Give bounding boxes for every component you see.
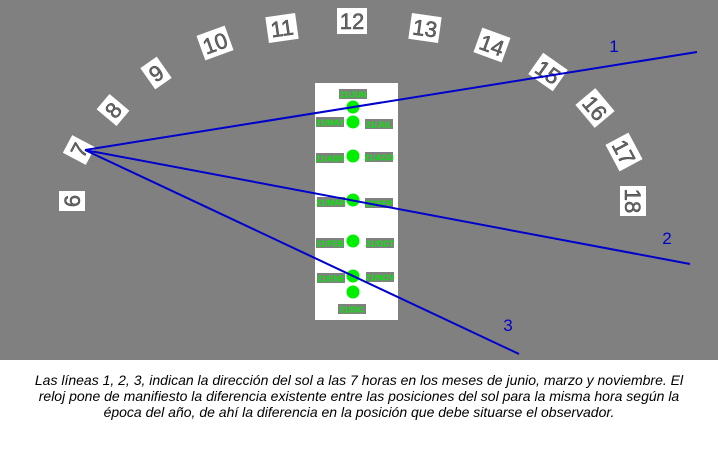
svg-text:21/DIC: 21/DIC [340, 306, 365, 315]
line-label: 2 [662, 229, 671, 248]
date-label: 21/MAY [316, 117, 345, 128]
hour-marker-6: 6 [59, 191, 85, 211]
sun-direction-line-2 [84, 149, 691, 265]
hour-marker-12: 12 [337, 8, 367, 34]
date-label: 21/AGO [364, 152, 394, 163]
svg-text:21/MAR: 21/MAR [316, 199, 346, 208]
svg-text:21/FEB: 21/FEB [316, 240, 343, 249]
sun-direction-line-3 [84, 149, 520, 355]
hour-marker-18: 18 [620, 186, 646, 216]
svg-text:21/OCT: 21/OCT [366, 240, 394, 249]
sun-position-dot [346, 234, 360, 248]
sun-position-dot [346, 149, 360, 163]
svg-text:16: 16 [577, 91, 612, 126]
svg-text:11: 11 [269, 15, 295, 43]
hour-marker-8: 8 [96, 93, 130, 127]
svg-text:22/SEP: 22/SEP [365, 200, 393, 209]
caption: Las líneas 1, 2, 3, indican la dirección… [34, 372, 684, 420]
svg-text:21/JUL: 21/JUL [366, 121, 392, 130]
date-label: 21/DIC [338, 304, 366, 315]
sun-position-dot [346, 115, 360, 129]
svg-text:12: 12 [340, 9, 364, 34]
date-label: 21/NOV [366, 272, 395, 283]
line-label: 3 [503, 316, 512, 335]
svg-text:21/NOV: 21/NOV [366, 274, 395, 283]
svg-text:15: 15 [531, 55, 565, 90]
sundial-diagram: 21/JUN 21/MAY 21/JUL 21/ABR 21/AGO 21/MAR 22/S… [59, 8, 698, 355]
sun-direction-line-1 [84, 51, 698, 151]
hour-marker-7: 7 [62, 135, 96, 165]
svg-text:13: 13 [411, 14, 439, 42]
diagram-area: 21/JUN 21/MAY 21/JUL 21/ABR 21/AGO 21/MAR 22/S… [0, 0, 718, 360]
line-label: 1 [609, 37, 618, 56]
date-label: 21/MAR [316, 197, 346, 208]
hour-marker-11: 11 [265, 13, 299, 43]
svg-text:18: 18 [620, 189, 645, 213]
svg-text:21/ENE: 21/ENE [317, 275, 345, 284]
sun-position-dot [346, 285, 360, 299]
hour-marker-13: 13 [408, 13, 442, 43]
svg-text:17: 17 [607, 136, 641, 169]
svg-text:21/AGO: 21/AGO [364, 154, 393, 163]
date-label: 21/FEB [316, 238, 344, 249]
date-label: 21/JUN [339, 89, 367, 100]
hour-marker-10: 10 [196, 25, 234, 61]
hour-marker-16: 16 [575, 88, 615, 128]
svg-text:6: 6 [60, 195, 85, 207]
hour-marker-17: 17 [605, 132, 643, 172]
date-label: 22/SEP [365, 198, 393, 209]
date-label: 21/OCT [366, 238, 394, 249]
hour-marker-15: 15 [528, 52, 568, 92]
date-label: 21/ENE [317, 273, 345, 284]
svg-text:21/JUN: 21/JUN [339, 91, 366, 100]
hour-marker-14: 14 [473, 27, 511, 63]
hour-marker-9: 9 [140, 56, 172, 90]
date-label: 21/ABR [316, 153, 345, 164]
svg-text:21/MAY: 21/MAY [316, 119, 345, 128]
date-label: 21/JUL [365, 119, 393, 130]
svg-text:21/ABR: 21/ABR [316, 155, 345, 164]
